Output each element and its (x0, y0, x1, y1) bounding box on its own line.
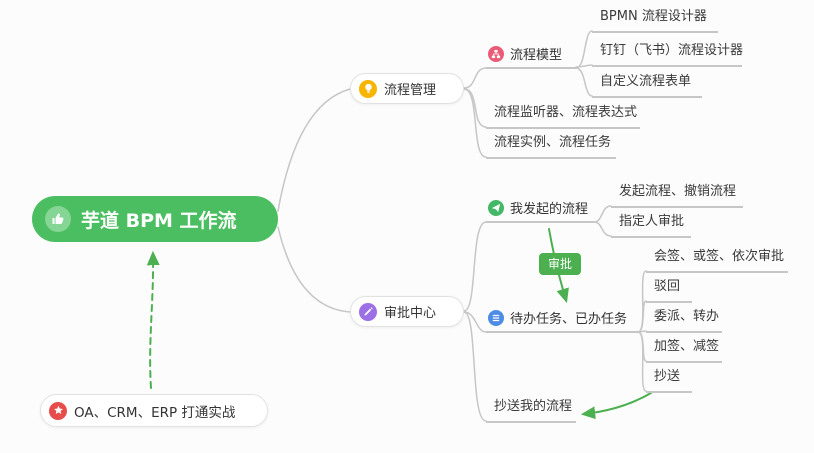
node-label: 加签、减签 (654, 339, 720, 354)
star-icon (49, 401, 67, 420)
node-initiate-cancel[interactable]: 发起流程、撤销流程 (611, 183, 743, 208)
relationship-label-approval[interactable]: 审批 (539, 253, 582, 275)
node-todo-done[interactable]: 待办任务、已办任务 (486, 309, 638, 333)
node-reject[interactable]: 驳回 (646, 278, 692, 303)
node-label: BPMN 流程设计器 (600, 9, 707, 24)
node-add-remove-sign[interactable]: 加签、减签 (646, 338, 722, 363)
relationship-label-text: 审批 (548, 257, 573, 271)
node-bpmn-designer[interactable]: BPMN 流程设计器 (592, 8, 718, 33)
edge-todo-to-reject (637, 300, 647, 333)
node-label: OA、CRM、ERP 打通实战 (74, 404, 236, 421)
lightbulb-icon (359, 79, 377, 98)
node-label: 会签、或签、依次审批 (654, 249, 785, 264)
node-label: 指定人审批 (619, 214, 685, 229)
send-icon (488, 199, 504, 216)
edge-pm-to-instance (463, 88, 487, 158)
node-label: 钉钉（飞书）流程设计器 (600, 43, 744, 58)
node-label: 流程管理 (384, 83, 437, 98)
node-label: 流程模型 (510, 48, 563, 63)
edge-pm-to-model (463, 67, 487, 89)
edge-ac-to-myinitiated (463, 221, 487, 312)
edge-model-to-dingtalk (575, 64, 593, 68)
node-label: 发起流程、撤销流程 (619, 184, 737, 199)
edge-todo-to-addsign (637, 331, 647, 362)
edge-root-to-process-management (277, 88, 351, 212)
root-node[interactable]: 芋道 BPM 工作流 (32, 196, 278, 242)
node-approval-center[interactable]: 审批中心 (350, 296, 464, 327)
node-label: 抄送我的流程 (494, 399, 573, 414)
edge-todo-to-delegate (637, 330, 647, 333)
edge-model-to-customform (575, 67, 593, 97)
edge-todo-to-countersign (637, 270, 647, 333)
checklist-icon (488, 309, 504, 326)
node-label: 待办任务、已办任务 (510, 312, 628, 327)
node-label: 抄送 (654, 369, 681, 384)
node-label: 我发起的流程 (510, 202, 589, 217)
node-delegate-transfer[interactable]: 委派、转办 (646, 308, 722, 333)
relationship-arrow-cc-to-ccme[interactable] (580, 392, 652, 420)
root-label: 芋道 BPM 工作流 (81, 209, 237, 232)
node-label: 审批中心 (384, 306, 437, 321)
node-process-model[interactable]: 流程模型 (486, 45, 576, 69)
node-label: 委派、转办 (654, 309, 720, 324)
node-label: 自定义流程表单 (600, 74, 692, 89)
relationship-arrow-oa-to-root[interactable] (146, 250, 160, 389)
edge-model-to-bpmn (575, 30, 593, 69)
edge-ac-to-todo (463, 311, 487, 333)
edge-pm-to-listener (463, 88, 487, 128)
pencil-icon (359, 302, 377, 321)
edge-ac-to-ccme (463, 311, 487, 422)
node-process-management[interactable]: 流程管理 (350, 73, 464, 104)
thumbs-up-icon (45, 206, 71, 232)
flow-model-icon (488, 45, 504, 62)
node-cc[interactable]: 抄送 (646, 368, 692, 393)
node-assignee-approval[interactable]: 指定人审批 (611, 213, 691, 238)
node-custom-form[interactable]: 自定义流程表单 (592, 73, 702, 98)
node-instance-task[interactable]: 流程实例、流程任务 (486, 134, 616, 159)
edge-myinitiated-to-initiate (593, 205, 612, 223)
edge-root-to-approval-center (277, 226, 351, 313)
node-cc-my-process[interactable]: 抄送我的流程 (486, 398, 576, 423)
edge-todo-to-cc (637, 331, 647, 392)
node-my-initiated[interactable]: 我发起的流程 (486, 199, 594, 223)
node-label: 流程监听器、流程表达式 (494, 105, 638, 120)
node-dingtalk-designer[interactable]: 钉钉（飞书）流程设计器 (592, 42, 744, 67)
node-label: 驳回 (654, 279, 681, 294)
node-listener-expression[interactable]: 流程监听器、流程表达式 (486, 104, 640, 129)
edge-myinitiated-to-assignee (593, 221, 612, 237)
node-label: 流程实例、流程任务 (494, 135, 612, 150)
node-countersign[interactable]: 会签、或签、依次审批 (646, 248, 788, 273)
node-oa-crm-erp[interactable]: OA、CRM、ERP 打通实战 (40, 394, 268, 427)
